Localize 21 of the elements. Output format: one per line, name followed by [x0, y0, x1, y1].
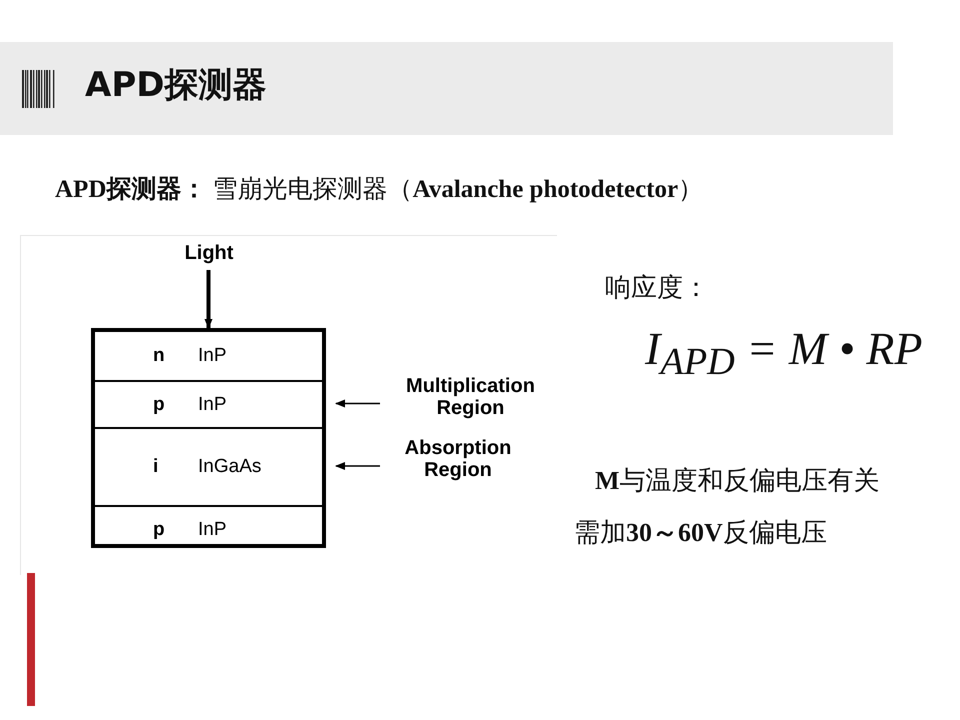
doping-label: i	[153, 456, 158, 478]
material-label: InGaAs	[198, 456, 262, 478]
note-text: 响应度：	[605, 272, 709, 305]
doping-label: n	[153, 345, 165, 367]
arrow	[204, 270, 212, 329]
formula: I$_{APD}$ = M • RP	[645, 322, 923, 384]
light-label: Light	[180, 242, 238, 268]
region-label: Absorption Region	[388, 437, 528, 483]
material-label: InP	[198, 345, 227, 367]
layer-stack	[91, 328, 326, 548]
note-text: M与温度和反偏电压有关	[595, 465, 880, 497]
subtitle: APD探测器： 雪崩光电探测器（Avalanche photodetector）	[55, 175, 704, 205]
arrow	[335, 462, 380, 470]
region-label: Multiplication Region	[388, 375, 553, 421]
material-label: InP	[198, 518, 227, 540]
material-label: InP	[198, 394, 227, 416]
note-text: 需加30～60V反偏电压	[574, 517, 827, 549]
doping-label: p	[153, 394, 165, 416]
arrow	[335, 400, 380, 408]
doping-label: p	[153, 518, 165, 540]
slide-title: APD探测器	[85, 64, 266, 107]
